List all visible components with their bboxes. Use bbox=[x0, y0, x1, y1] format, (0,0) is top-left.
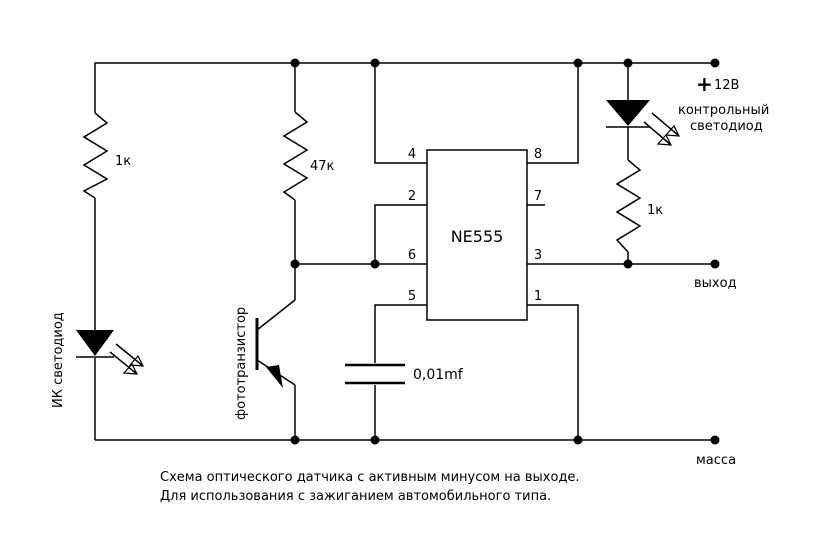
supply-label: 12В bbox=[714, 78, 739, 93]
pin-2-label: 2 bbox=[408, 189, 416, 204]
wires bbox=[94, 62, 715, 441]
resistor-indicator-led bbox=[615, 159, 642, 253]
ne555-chip-body bbox=[426, 149, 528, 321]
pin-5-label: 5 bbox=[408, 289, 416, 304]
r-ir-label: 1к bbox=[115, 154, 131, 169]
indicator-led-label-line1: контрольный bbox=[678, 103, 769, 118]
ground-label: масса bbox=[696, 453, 736, 468]
output-label: выход bbox=[694, 276, 737, 291]
resistor-ir-led bbox=[82, 112, 109, 199]
pin-1-label: 1 bbox=[534, 289, 542, 304]
phototransistor-symbol bbox=[255, 299, 296, 388]
pin-8-label: 8 bbox=[534, 147, 542, 162]
capacitor-label: 0,01mf bbox=[413, 367, 464, 383]
indicator-led-label-line2: светодиод bbox=[690, 119, 763, 134]
capacitor-symbol bbox=[345, 363, 405, 385]
resistor-47k bbox=[282, 111, 309, 201]
r-photo-label: 47к bbox=[310, 159, 335, 174]
caption-line-1: Схема оптического датчика с активным мин… bbox=[160, 470, 580, 485]
pin-7-label: 7 bbox=[534, 189, 542, 204]
pin-3-label: 3 bbox=[534, 248, 542, 263]
pin-4-label: 4 bbox=[408, 147, 416, 162]
junction-dots bbox=[290, 58, 720, 445]
indicator-led-symbol bbox=[606, 100, 681, 146]
ir-led-symbol bbox=[76, 330, 145, 375]
plus-sign: + bbox=[696, 72, 713, 96]
chip-name: NE555 bbox=[451, 227, 504, 246]
ir-led-label: ИК светодиод bbox=[51, 312, 66, 408]
caption-line-2: Для использования с зажиганием автомобил… bbox=[160, 489, 551, 504]
phototransistor-label: фототранзистор bbox=[234, 307, 249, 420]
r-led-label: 1к bbox=[647, 203, 663, 218]
pin-6-label: 6 bbox=[408, 248, 416, 263]
